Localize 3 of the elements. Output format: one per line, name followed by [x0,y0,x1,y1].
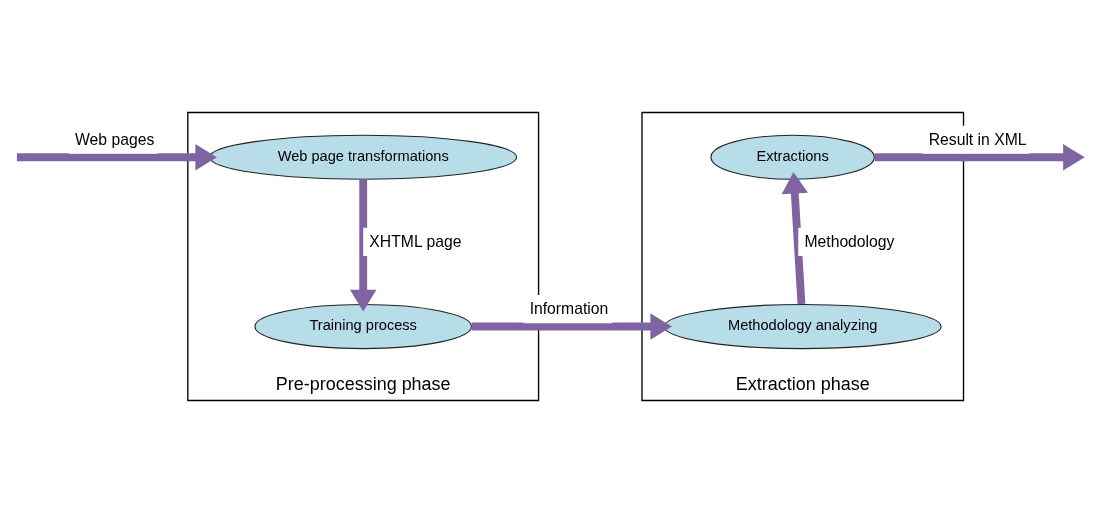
edge-label: Web pages [75,130,155,148]
edge-label: XHTML page [369,232,462,250]
edge-label: Methodology [804,232,895,250]
